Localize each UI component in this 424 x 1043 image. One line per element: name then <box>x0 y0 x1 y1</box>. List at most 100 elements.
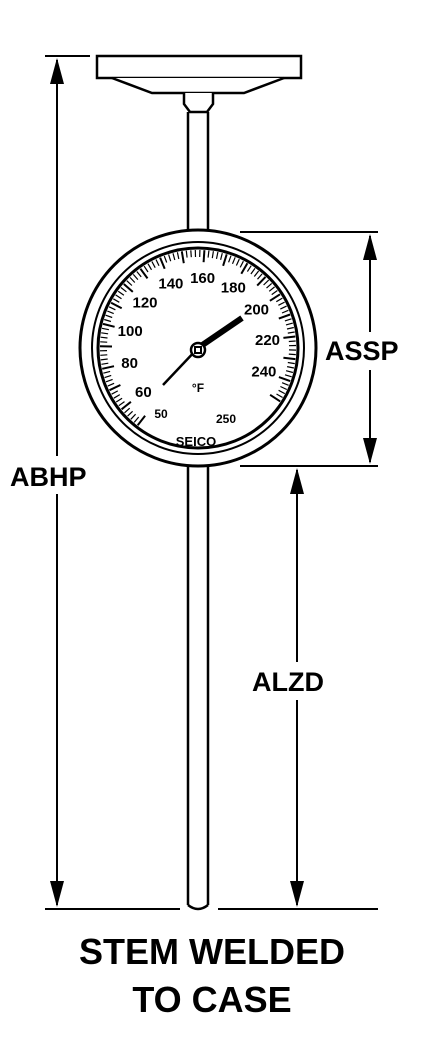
dial-tick-marks <box>99 249 297 426</box>
dial-tick <box>136 271 142 278</box>
dial-tick <box>110 301 123 310</box>
dial-pointer <box>162 315 244 386</box>
dial-scale-number: 220 <box>255 332 280 349</box>
dial-tick <box>159 257 166 270</box>
dial-tick <box>275 297 283 303</box>
dimension-assp <box>240 231 378 467</box>
dial-tick <box>190 250 192 258</box>
dial-tick <box>284 374 292 378</box>
dial-tick <box>117 290 125 296</box>
dial-tick <box>285 370 294 374</box>
dial-tick <box>100 354 108 356</box>
dial-tick <box>111 390 119 395</box>
dial-scale-number: 140 <box>158 275 183 292</box>
dial-tick <box>283 356 296 361</box>
dial-tick <box>278 301 285 306</box>
dial-tick <box>287 361 295 365</box>
stem-collar <box>182 93 215 114</box>
dial-tick <box>163 255 168 263</box>
dial-unit-label: °F <box>192 381 204 395</box>
dial-tick <box>211 251 214 259</box>
caption-line-2: TO CASE <box>132 979 292 1020</box>
dial-scale-number: 240 <box>251 364 276 381</box>
dial-tick <box>278 389 286 395</box>
dial-tick <box>101 365 115 370</box>
dial-tick <box>112 298 120 303</box>
dial-tick <box>104 374 112 379</box>
dial-tick <box>133 416 140 423</box>
dial-tick <box>102 322 115 328</box>
dial-tick <box>266 282 273 289</box>
dial-tick <box>269 393 281 403</box>
head-taper <box>111 76 285 95</box>
dial-tick <box>280 385 288 391</box>
dial-tick <box>139 268 149 279</box>
dial-tick <box>278 313 291 320</box>
dial-tick <box>107 310 114 315</box>
dial-tick <box>168 254 172 262</box>
dimension-label-abhp: ABHP <box>10 462 87 492</box>
dial-scale-number: 120 <box>132 294 157 311</box>
dial-tick <box>136 415 146 426</box>
dial-tick <box>100 358 108 361</box>
dial-tick <box>113 394 121 399</box>
dial-tick <box>151 261 156 268</box>
dial-scale-number: 180 <box>221 280 246 297</box>
dial-scale-number: 200 <box>244 302 269 319</box>
dial-scale-number: 80 <box>121 355 138 372</box>
dial-tick <box>130 413 137 420</box>
dial-tick <box>269 293 281 302</box>
dial-tick <box>101 362 109 365</box>
dial-scale-min: 50 <box>154 407 168 421</box>
dial-tick <box>115 294 122 300</box>
dial-tick <box>105 314 113 319</box>
dial-tick <box>143 265 149 273</box>
dial-tick <box>257 273 263 280</box>
dial-tick <box>109 384 121 392</box>
dial-tick <box>124 407 131 414</box>
dial-tick <box>132 274 139 280</box>
dial-tick <box>215 251 219 260</box>
dial-scale-number: 160 <box>190 270 215 287</box>
dial-tick <box>278 376 291 383</box>
stem-tip <box>187 903 209 911</box>
dial-tick <box>207 250 210 258</box>
dial-tick <box>281 309 289 314</box>
dial-tick <box>235 258 240 266</box>
dial-tick <box>176 252 180 260</box>
dial-tick <box>284 318 292 322</box>
dial-tick <box>288 353 296 356</box>
dial-tick <box>147 263 153 271</box>
dial-tick <box>222 254 228 267</box>
dial-tick <box>250 267 256 275</box>
dial-tick <box>185 250 188 258</box>
dimension-label-alzd: ALZD <box>252 667 324 697</box>
dial-tick <box>268 286 275 292</box>
dial-tick <box>228 255 232 263</box>
dial-brand-label: SEICO <box>176 434 216 449</box>
dial-tick <box>287 331 295 334</box>
dial-tick <box>120 401 132 411</box>
dial-tick <box>239 260 244 268</box>
dial-tick <box>246 265 252 272</box>
dial-tick <box>123 283 134 293</box>
dial-tick <box>103 370 111 374</box>
dial-scale-number: 100 <box>118 323 143 340</box>
dial-tick <box>100 336 108 339</box>
dial-tick <box>220 252 223 260</box>
dial-tick <box>263 279 270 286</box>
dial-tick <box>101 332 109 335</box>
dial-tick <box>202 250 206 263</box>
caption-line-1: STEM WELDED <box>79 931 345 972</box>
dial-tick <box>118 401 125 407</box>
dial-tick <box>101 327 110 331</box>
dimension-abhp <box>45 55 180 910</box>
dial-tick <box>253 270 260 277</box>
dimension-label-assp: ASSP <box>325 336 399 366</box>
dial-tick <box>172 253 176 261</box>
dial-tick <box>240 262 249 275</box>
dial-tick <box>120 287 127 293</box>
dial-tick <box>126 280 133 286</box>
